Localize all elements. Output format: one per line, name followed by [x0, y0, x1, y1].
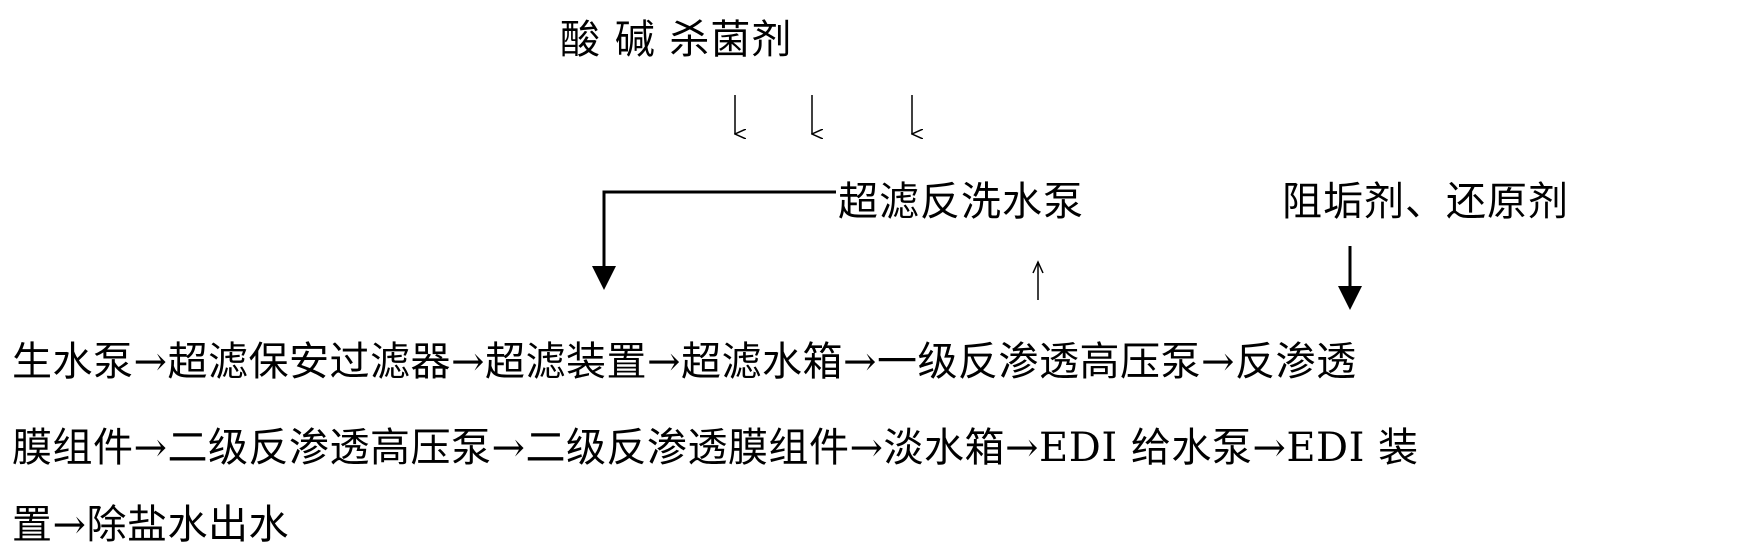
- chemicals-label: 酸 碱 杀菌剂: [560, 17, 793, 63]
- backwash-return-arrowhead: [592, 266, 616, 290]
- process-flow-line-3: 置→除盐水出水: [12, 502, 290, 548]
- tank-to-pump-arrowhead: [1032, 260, 1044, 274]
- antiscalant-label: 阻垢剂、还原剂: [1282, 179, 1569, 225]
- antiscalant-dose-arrowhead: [1338, 286, 1362, 310]
- process-flow-line-2: 膜组件→二级反渗透高压泵→二级反渗透膜组件→淡水箱→EDI 给水泵→EDI 装: [12, 425, 1419, 471]
- process-flow-line-1: 生水泵→超滤保安过滤器→超滤装置→超滤水箱→一级反渗透高压泵→反渗透: [12, 339, 1357, 385]
- backwash-return-line: [602, 190, 836, 270]
- backwash-pump-label: 超滤反洗水泵: [838, 179, 1084, 225]
